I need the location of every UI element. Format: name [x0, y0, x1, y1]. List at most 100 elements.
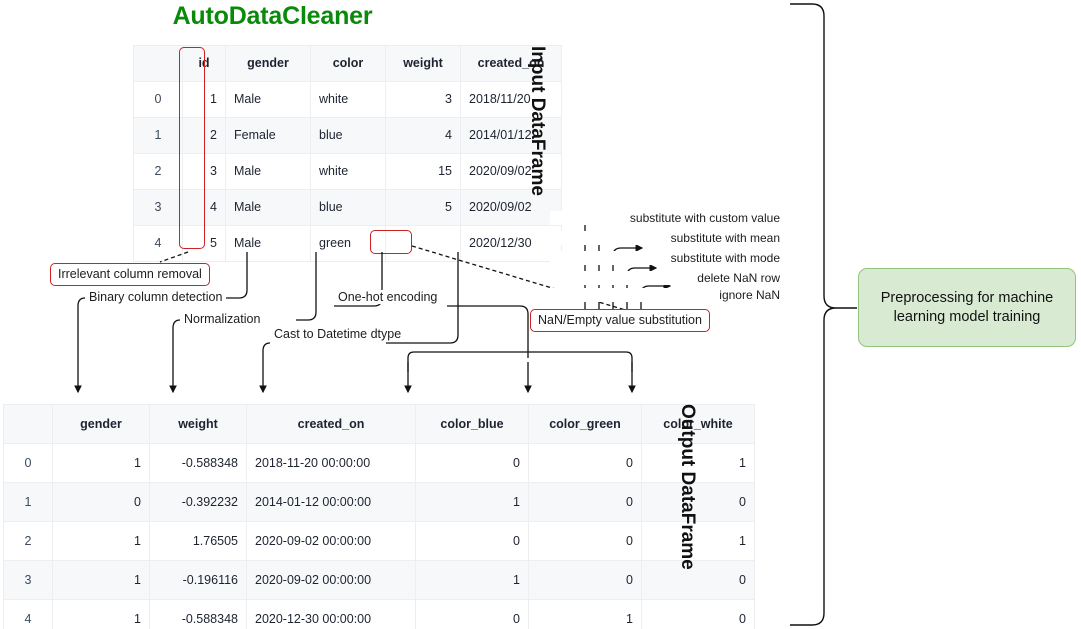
step-cast-to-datetime: Cast to Datetime dtype — [274, 327, 402, 341]
cell-color-blue: 1 — [415, 482, 529, 522]
table-row: 0 1 Male white 3 2018/11/20 — [133, 81, 562, 118]
cell-gender: 1 — [52, 599, 150, 629]
wire-norm-down — [169, 319, 181, 394]
cell-gender: 1 — [52, 521, 150, 561]
cell-color-green: 0 — [528, 482, 642, 522]
cell-color: blue — [310, 189, 386, 226]
table-header-row: id gender color weight created_on — [133, 45, 562, 82]
cell-color: blue — [310, 117, 386, 154]
cell-gender: Male — [225, 153, 311, 190]
cell-created-on: 2018-11-20 00:00:00 — [246, 443, 416, 483]
column-header-weight: weight — [149, 404, 247, 444]
nan-strategy-mean: substitute with mean — [550, 231, 780, 245]
step-binary-column-detection: Binary column detection — [89, 290, 223, 304]
input-dataframe-table: id gender color weight created_on 0 1 Ma… — [133, 45, 562, 262]
cell-created-on: 2020/12/30 — [460, 225, 562, 262]
cell-index: 0 — [133, 81, 183, 118]
cell-weight-nan — [385, 225, 461, 262]
cell-gender: 1 — [52, 443, 150, 483]
cell-id: 5 — [182, 225, 226, 262]
cell-id: 1 — [182, 81, 226, 118]
cell-index: 2 — [3, 521, 53, 561]
cell-created-on: 2020-09-02 00:00:00 — [246, 560, 416, 600]
cell-color-white: 1 — [641, 521, 755, 561]
cell-color-white: 1 — [641, 443, 755, 483]
table-row: 0 1 -0.588348 2018-11-20 00:00:00 0 0 1 — [3, 443, 755, 483]
cell-color-green: 0 — [528, 521, 642, 561]
column-header-created-on: created_on — [246, 404, 416, 444]
cell-color-blue: 0 — [415, 521, 529, 561]
step-irrelevant-column-removal: Irrelevant column removal — [50, 263, 210, 286]
cell-weight: 15 — [385, 153, 461, 190]
table-header-row: gender weight created_on color_blue colo… — [3, 404, 755, 444]
cell-weight: 1.76505 — [149, 521, 247, 561]
cell-color-blue: 1 — [415, 560, 529, 600]
cell-weight: 3 — [385, 81, 461, 118]
cell-id: 2 — [182, 117, 226, 154]
cell-index: 1 — [3, 482, 53, 522]
cell-color: white — [310, 153, 386, 190]
column-header-weight: weight — [385, 45, 461, 82]
cell-gender: Male — [225, 225, 311, 262]
outcome-box: Preprocessing for machine learning model… — [858, 268, 1076, 347]
cell-index: 3 — [3, 560, 53, 600]
nan-strategy-mode: substitute with mode — [550, 251, 780, 265]
input-dataframe-label: Input DataFrame — [527, 46, 548, 196]
cell-color-green: 0 — [528, 560, 642, 600]
cell-color-green: 1 — [528, 599, 642, 629]
step-nan-empty-value-substitution: NaN/Empty value substitution — [530, 309, 710, 332]
column-header-color: color — [310, 45, 386, 82]
cell-created-on: 2014-01-12 00:00:00 — [246, 482, 416, 522]
cell-color-white: 0 — [641, 560, 755, 600]
step-one-hot-encoding: One-hot encoding — [338, 290, 438, 304]
wire-binary-down — [74, 297, 86, 394]
column-header-gender: gender — [52, 404, 150, 444]
grouping-brace — [790, 3, 837, 626]
cell-gender: Female — [225, 117, 311, 154]
table-row: 1 0 -0.392232 2014-01-12 00:00:00 1 0 0 — [3, 482, 755, 522]
cell-created-on: 2020-09-02 00:00:00 — [246, 521, 416, 561]
cell-weight: -0.588348 — [149, 443, 247, 483]
cell-weight: -0.588348 — [149, 599, 247, 629]
nan-strategy-ignore: ignore NaN — [550, 288, 780, 302]
table-row: 4 5 Male green 2020/12/30 — [133, 225, 562, 262]
table-row: 4 1 -0.588348 2020-12-30 00:00:00 0 1 0 — [3, 599, 755, 629]
cell-color-green: 0 — [528, 443, 642, 483]
cell-created-on: 2018/11/20 — [460, 81, 562, 118]
cell-id: 4 — [182, 189, 226, 226]
cell-color: green — [310, 225, 386, 262]
wire-norm-top — [296, 252, 317, 321]
cell-created-on: 2020-12-30 00:00:00 — [246, 599, 416, 629]
column-header-id: id — [182, 45, 226, 82]
cell-index: 4 — [133, 225, 183, 262]
cell-gender: Male — [225, 81, 311, 118]
cell-weight: -0.196116 — [149, 560, 247, 600]
step-normalization: Normalization — [184, 312, 261, 326]
column-header-index — [133, 45, 183, 82]
cell-index: 0 — [3, 443, 53, 483]
cell-color: white — [310, 81, 386, 118]
cell-created-on: 2020/09/02 — [460, 153, 562, 190]
cell-color-white: 0 — [641, 482, 755, 522]
table-row: 1 2 Female blue 4 2014/01/12 — [133, 117, 562, 154]
cell-index: 1 — [133, 117, 183, 154]
table-row: 2 1 1.76505 2020-09-02 00:00:00 0 0 1 — [3, 521, 755, 561]
cell-index: 2 — [133, 153, 183, 190]
cell-gender: 1 — [52, 560, 150, 600]
column-header-gender: gender — [225, 45, 311, 82]
cell-weight: -0.392232 — [149, 482, 247, 522]
cell-index: 4 — [3, 599, 53, 629]
cell-gender: 0 — [52, 482, 150, 522]
output-dataframe-table: gender weight created_on color_blue colo… — [3, 404, 755, 629]
cell-color-white: 0 — [641, 599, 755, 629]
nan-strategy-custom-value: substitute with custom value — [550, 211, 780, 225]
wire-cast-down — [259, 342, 271, 394]
cell-color-blue: 0 — [415, 599, 529, 629]
column-header-color-blue: color_blue — [415, 404, 529, 444]
cell-color-blue: 0 — [415, 443, 529, 483]
nan-strategy-delete-row: delete NaN row — [550, 271, 780, 285]
cell-weight: 4 — [385, 117, 461, 154]
cell-created-on: 2020/09/02 — [460, 189, 562, 226]
column-header-color-green: color_green — [528, 404, 642, 444]
